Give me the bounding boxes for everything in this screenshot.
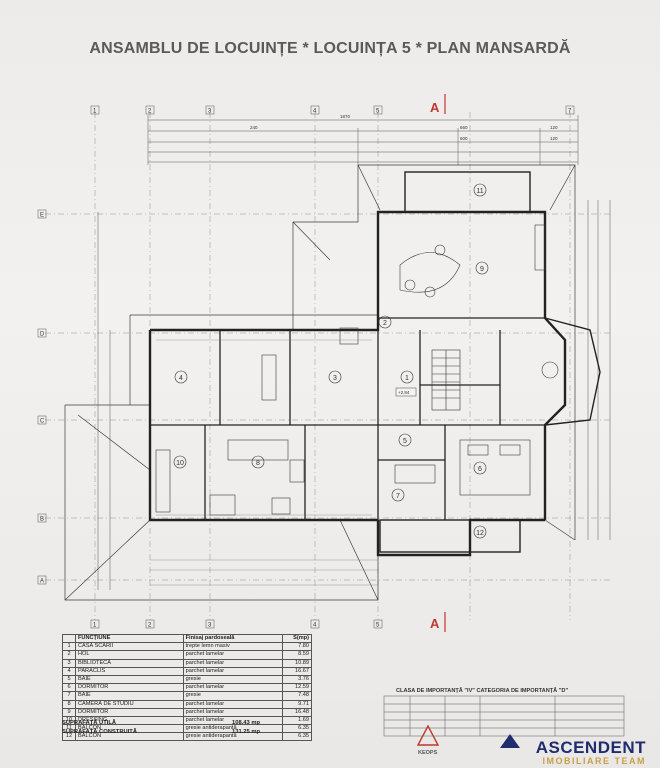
axis-7-top: 7 <box>568 109 572 115</box>
brand-arrow-icon <box>500 734 520 748</box>
room-12-label: 12 <box>476 530 484 537</box>
axis-5-bottom: 5 <box>376 623 380 629</box>
stamp-logo: KEOPS <box>416 724 440 756</box>
dim-b: 660 <box>460 125 468 130</box>
room-6-label: 6 <box>478 466 482 473</box>
axis-4-bottom: 4 <box>313 623 317 629</box>
room-5-label: 5 <box>403 438 407 445</box>
axis-4-top: 4 <box>313 109 317 115</box>
dim-c: 120 <box>550 125 558 130</box>
axis-2-top: 2 <box>148 109 152 115</box>
room-7-label: 7 <box>396 493 400 500</box>
axis-D: D <box>40 332 45 338</box>
room-8-label: 8 <box>256 460 260 467</box>
util-area-value: 108.43 mp <box>232 720 261 726</box>
room-9-label: 9 <box>480 266 484 273</box>
dim-total: 1870 <box>340 114 351 119</box>
section-marker-bottom: A <box>430 612 446 632</box>
built-area-value: 131.25 mp <box>232 729 261 735</box>
level-mark: +2.84 <box>398 390 410 395</box>
importance-class: CLASA DE IMPORTANȚĂ "IV" CATEGORIA DE IM… <box>396 688 569 694</box>
room-2-label: 2 <box>383 320 387 327</box>
axis-C: C <box>40 419 45 425</box>
axis-A: A <box>40 579 44 585</box>
brand-name: ASCENDENT <box>535 738 646 757</box>
dim-e: 120 <box>550 136 558 141</box>
dim-d: 600 <box>460 136 468 141</box>
room-3-label: 3 <box>333 375 337 382</box>
axis-3-bottom: 3 <box>208 623 212 629</box>
axis-B: B <box>40 517 44 523</box>
axis-5-top: 5 <box>376 109 380 115</box>
axis-2-bottom: 2 <box>148 623 152 629</box>
room-4-label: 4 <box>179 375 183 382</box>
dim-a: 240 <box>250 125 258 130</box>
util-area-label: SUPRAFAȚĂ UTILĂ <box>62 720 117 726</box>
axis-E: E <box>40 213 44 219</box>
stamp-text: KEOPS <box>418 750 438 756</box>
room-11-label: 11 <box>476 188 483 195</box>
room-10-label: 10 <box>176 460 184 467</box>
brand-logo: ASCENDENT IMOBILIARE TEAM <box>536 738 646 766</box>
section-label-bottom: A <box>430 616 440 631</box>
plan-title: ANSAMBLU DE LOCUINȚE * LOCUINȚA 5 * PLAN… <box>89 40 571 57</box>
axis-1-top: 1 <box>93 109 97 115</box>
section-label-top: A <box>430 100 440 115</box>
built-area-label: SUPRAFAȚĂ CONSTRUITĂ <box>62 729 138 735</box>
axis-1-bottom: 1 <box>93 623 97 629</box>
area-totals: SUPRAFAȚĂ UTILĂ 108.43 mp SUPRAFAȚĂ CONST… <box>62 720 382 738</box>
room-1-label: 1 <box>405 375 409 382</box>
brand-tagline: IMOBILIARE TEAM <box>542 756 646 766</box>
axis-3-top: 3 <box>208 109 212 115</box>
section-marker-top: A <box>430 94 446 115</box>
